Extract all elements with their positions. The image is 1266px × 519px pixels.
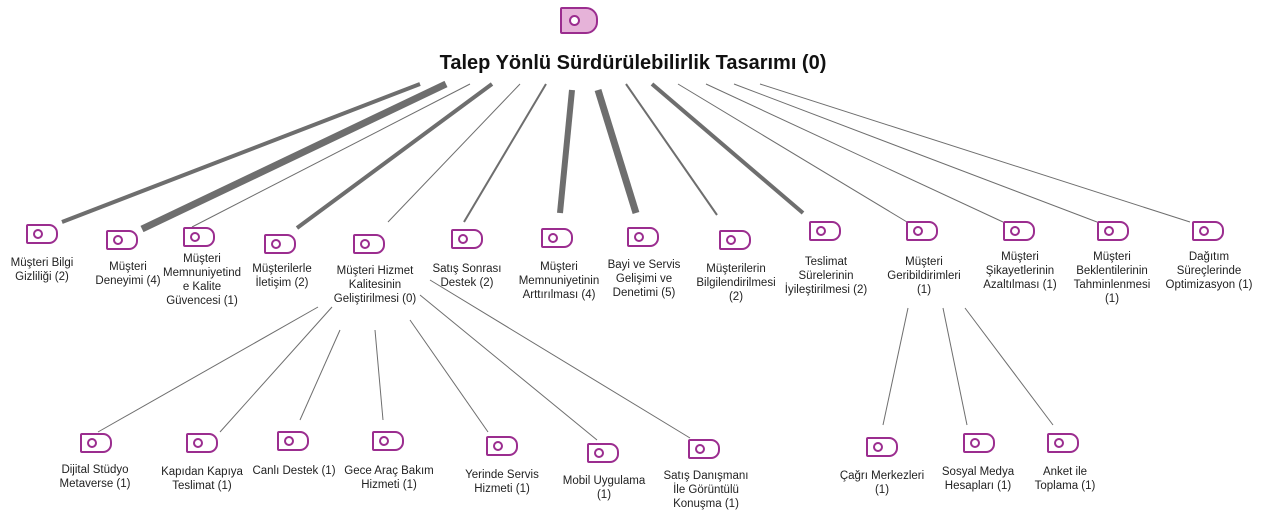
tag-icon: [106, 230, 138, 250]
tag-icon: [1097, 221, 1129, 241]
tag-icon: [809, 221, 841, 241]
tag-icon: [451, 229, 483, 249]
node-label: Mobil Uygulama (1): [562, 475, 646, 501]
node-label: Kapıdan Kapıya Teslimat (1): [161, 466, 243, 492]
node-label: Müşteri Memnuniyetinin Arttırılması (4): [518, 261, 600, 301]
root-title[interactable]: Talep Yönlü Sürdürülebilirlik Tasarımı (…: [439, 52, 827, 74]
tag-icon: [963, 433, 995, 453]
node-label: Teslimat Sürelerinin İyileştirilmesi (2): [784, 256, 868, 296]
node-label: Bayi ve Servis Gelişimi ve Denetimi (5): [607, 259, 681, 299]
node-label: Yerinde Servis Hizmeti (1): [465, 469, 539, 495]
node-label: Müşteri Hizmet Kalitesinin Geliştirilmes…: [333, 265, 417, 305]
link-c10: [964, 307, 1054, 426]
link-n12: [705, 83, 1004, 223]
tag-icon: [688, 439, 720, 459]
link-c7: [429, 279, 691, 439]
node-label: Müşterilerin Bilgilendirilmesi (2): [696, 263, 776, 303]
link-n8: [594, 88, 640, 215]
tag-icon: [866, 437, 898, 457]
node-label: Çağrı Merkezleri (1): [839, 470, 925, 496]
tag-icon: [80, 433, 112, 453]
root-tag-icon[interactable]: [560, 7, 598, 34]
link-n9: [625, 83, 718, 216]
node-label: Müşteri Memnuniyetind e Kalite Güvencesi…: [163, 253, 241, 307]
tag-icon: [1003, 221, 1035, 241]
tag-icon: [186, 433, 218, 453]
node-label: Müşteri Geribildirimleri (1): [887, 256, 961, 296]
tag-icon: [1047, 433, 1079, 453]
link-n1: [61, 82, 421, 224]
tag-icon: [353, 234, 385, 254]
node-label: Müşteri Şikayetlerinin Azaltılması (1): [983, 251, 1057, 291]
tag-icon: [627, 227, 659, 247]
tag-icon: [277, 431, 309, 451]
link-n14: [759, 83, 1191, 223]
tag-icon: [541, 228, 573, 248]
node-label: Canlı Destek (1): [252, 465, 336, 477]
link-c3: [299, 329, 341, 421]
node-label: Müşteri Bilgi Gizliliği (2): [10, 257, 74, 283]
tag-icon: [906, 221, 938, 241]
tag-icon: [26, 224, 58, 244]
tag-icon: [719, 230, 751, 250]
link-n11: [677, 83, 908, 223]
link-c9: [942, 307, 968, 426]
link-c4: [374, 329, 384, 421]
node-label: Satış Danışmanı İle Görüntülü Konuşma (1…: [663, 470, 749, 510]
tag-icon: [587, 443, 619, 463]
node-label: Dağıtım Süreçlerinde Optimizasyon (1): [1165, 251, 1253, 291]
node-label: Müşterilerle İletişim (2): [252, 263, 312, 289]
tag-icon: [183, 227, 215, 247]
node-label: Müşteri Beklentilerinin Tahminlenmesi (1…: [1073, 251, 1151, 305]
link-c5: [409, 319, 489, 433]
link-c8: [882, 307, 909, 426]
link-c6: [419, 294, 598, 441]
link-n10: [650, 82, 805, 215]
link-n7: [557, 89, 575, 214]
link-c1: [97, 306, 319, 433]
tag-icon: [486, 436, 518, 456]
node-label: Müşteri Deneyimi (4): [95, 261, 161, 287]
link-n5: [387, 83, 521, 223]
tag-icon: [264, 234, 296, 254]
node-label: Anket ile Toplama (1): [1034, 466, 1096, 492]
node-label: Sosyal Medya Hesapları (1): [941, 466, 1015, 492]
tag-icon: [372, 431, 404, 451]
node-label: Gece Araç Bakım Hizmeti (1): [344, 465, 434, 491]
node-label: Satış Sonrası Destek (2): [432, 263, 502, 289]
link-n4: [295, 82, 494, 230]
node-label: Dijital Stüdyo Metaverse (1): [59, 464, 131, 490]
link-n2: [140, 80, 448, 233]
tag-icon: [1192, 221, 1224, 241]
link-c2: [219, 306, 333, 433]
link-n13: [733, 83, 1098, 223]
link-n3: [191, 83, 471, 228]
link-n6: [463, 83, 547, 223]
